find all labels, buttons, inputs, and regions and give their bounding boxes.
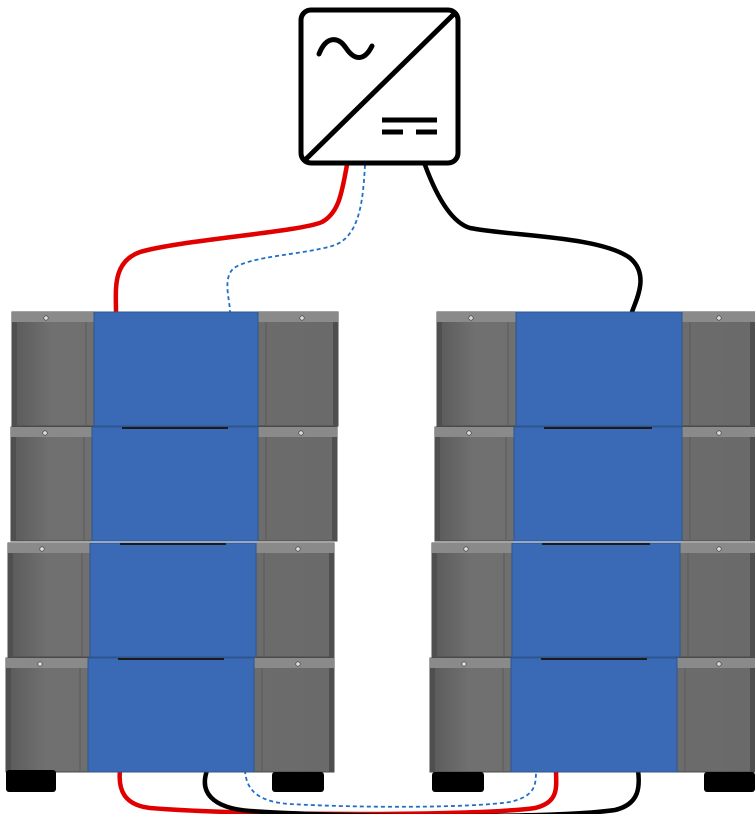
module-front-panel xyxy=(513,426,683,542)
module-left-edge xyxy=(435,437,440,541)
screw-icon xyxy=(299,315,305,321)
module-right-edge xyxy=(329,668,334,772)
stack-foot xyxy=(6,770,56,792)
battery-stack-left xyxy=(5,311,339,792)
battery-module xyxy=(10,426,338,542)
battery-module xyxy=(434,426,755,542)
stack-foot xyxy=(272,772,324,792)
screw-icon xyxy=(39,546,45,552)
screw-icon xyxy=(468,315,474,321)
screw-icon xyxy=(37,661,43,667)
stack-foot xyxy=(432,772,484,792)
module-right-edge xyxy=(750,322,755,426)
battery-module xyxy=(7,542,335,658)
cable-group-top xyxy=(113,162,643,315)
module-front-panel xyxy=(510,657,678,773)
positive-cable-bottom xyxy=(117,767,559,814)
negative-cable-bottom xyxy=(202,765,642,814)
module-right-edge xyxy=(750,437,755,541)
battery-module xyxy=(429,657,755,773)
negative-cable-top xyxy=(422,162,643,315)
screw-icon xyxy=(716,430,722,436)
battery-module xyxy=(5,657,335,773)
module-right-edge xyxy=(333,322,338,426)
module-right-edge xyxy=(332,437,337,541)
stack-foot xyxy=(704,772,755,792)
screw-icon xyxy=(298,430,304,436)
module-left-edge xyxy=(8,553,13,657)
screw-icon xyxy=(716,661,722,667)
battery-module xyxy=(11,311,339,427)
module-left-edge xyxy=(6,668,11,772)
module-front-panel xyxy=(89,542,257,658)
module-front-panel xyxy=(91,426,259,542)
screw-icon xyxy=(716,315,722,321)
battery-stack-right xyxy=(429,311,755,792)
module-front-panel xyxy=(93,311,259,427)
module-front-panel xyxy=(87,657,255,773)
screw-icon xyxy=(295,661,301,667)
battery-stacks xyxy=(5,311,755,792)
inverter-diagonal xyxy=(303,11,457,162)
module-left-edge xyxy=(11,437,16,541)
module-left-edge xyxy=(437,322,442,426)
screw-icon xyxy=(43,315,49,321)
screw-icon xyxy=(463,546,469,552)
ac-wave-icon xyxy=(316,37,375,60)
module-right-edge xyxy=(750,668,755,772)
inverter xyxy=(298,7,461,166)
screw-icon xyxy=(716,546,722,552)
positive-cable-top xyxy=(113,162,350,315)
screw-icon xyxy=(461,661,467,667)
battery-module xyxy=(436,311,755,427)
module-right-edge xyxy=(750,553,755,657)
screw-icon xyxy=(295,546,301,552)
screw-icon xyxy=(42,430,48,436)
communication-cable-bottom xyxy=(244,769,537,808)
module-front-panel xyxy=(511,542,681,658)
communication-cable-top xyxy=(226,164,366,313)
module-left-edge xyxy=(12,322,17,426)
cable-group-bottom xyxy=(117,765,642,814)
dc-lines-icon xyxy=(382,117,437,135)
battery-module xyxy=(431,542,755,658)
module-right-edge xyxy=(329,553,334,657)
module-left-edge xyxy=(430,668,435,772)
screw-icon xyxy=(466,430,472,436)
module-front-panel xyxy=(515,311,683,427)
module-left-edge xyxy=(432,553,437,657)
